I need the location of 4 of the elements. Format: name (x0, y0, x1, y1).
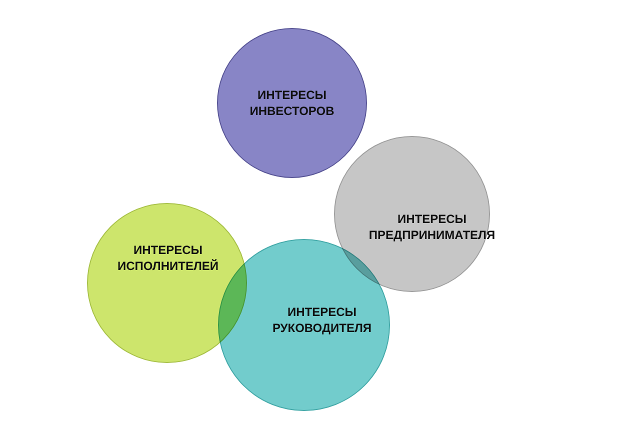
circle-label: ИНТЕРЕСЫ ИНВЕСТОРОВ (248, 87, 336, 119)
circle-label: ИНТЕРЕСЫ ПРЕДПРИНИМАТЕЛЯ (368, 211, 496, 243)
circle-label: ИНТЕРЕСЫ ИСПОЛНИТЕЛЕЙ (116, 242, 220, 274)
circle-label: ИНТЕРЕСЫ РУКОВОДИТЕЛЯ (271, 304, 373, 336)
